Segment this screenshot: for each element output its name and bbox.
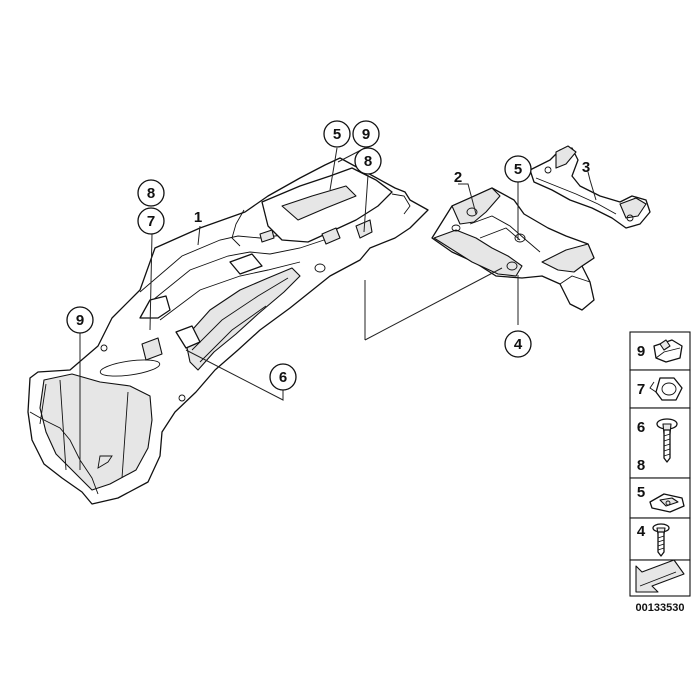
svg-text:5: 5 [637,484,645,501]
svg-text:8: 8 [637,457,645,474]
part-label-1: 1 [194,209,202,226]
clip-icon [653,339,683,363]
svg-text:8: 8 [147,185,155,202]
callout-5-right: 5 [504,155,532,183]
part-label-2: 2 [454,169,462,186]
cable-clamp-icon [649,377,683,401]
callout-5-top: 5 [323,120,351,148]
rear-fender-tray[interactable] [27,157,429,505]
pan-screw-icon [656,418,678,463]
legend-row-4: 4 [629,517,691,561]
legend-row-5: 5 [629,477,691,519]
svg-text:9: 9 [362,126,370,143]
direction-arrow-icon [635,559,685,593]
legend-row-6-8: 6 8 [629,407,691,479]
svg-text:8: 8 [364,153,372,170]
callout-4: 4 [504,330,532,358]
legend: 9 7 6 8 [629,331,691,597]
drawing-number: 00133530 [636,602,685,614]
callout-8-left: 8 [137,179,165,207]
part-label-3: 3 [582,159,590,176]
callout-6: 6 [269,363,297,391]
svg-text:6: 6 [279,369,287,386]
callout-8-top: 8 [354,147,382,175]
legend-row-arrow [629,559,691,597]
callout-7: 7 [137,207,165,235]
legend-row-9: 9 [629,331,691,371]
hugger-bracket[interactable] [431,187,595,311]
svg-text:4: 4 [637,523,646,540]
callout-9-top: 9 [352,120,380,148]
svg-text:7: 7 [147,213,155,230]
svg-text:5: 5 [333,126,341,143]
svg-text:7: 7 [637,381,645,398]
callout-9-left: 9 [66,306,94,334]
holder-bracket[interactable] [529,145,651,229]
svg-text:5: 5 [514,161,522,178]
svg-text:6: 6 [637,419,645,436]
bolt-icon [652,523,670,557]
svg-text:9: 9 [76,312,84,329]
clip-nut-icon [649,493,685,513]
svg-text:4: 4 [514,336,523,353]
svg-text:9: 9 [637,343,645,360]
legend-row-7: 7 [629,369,691,409]
